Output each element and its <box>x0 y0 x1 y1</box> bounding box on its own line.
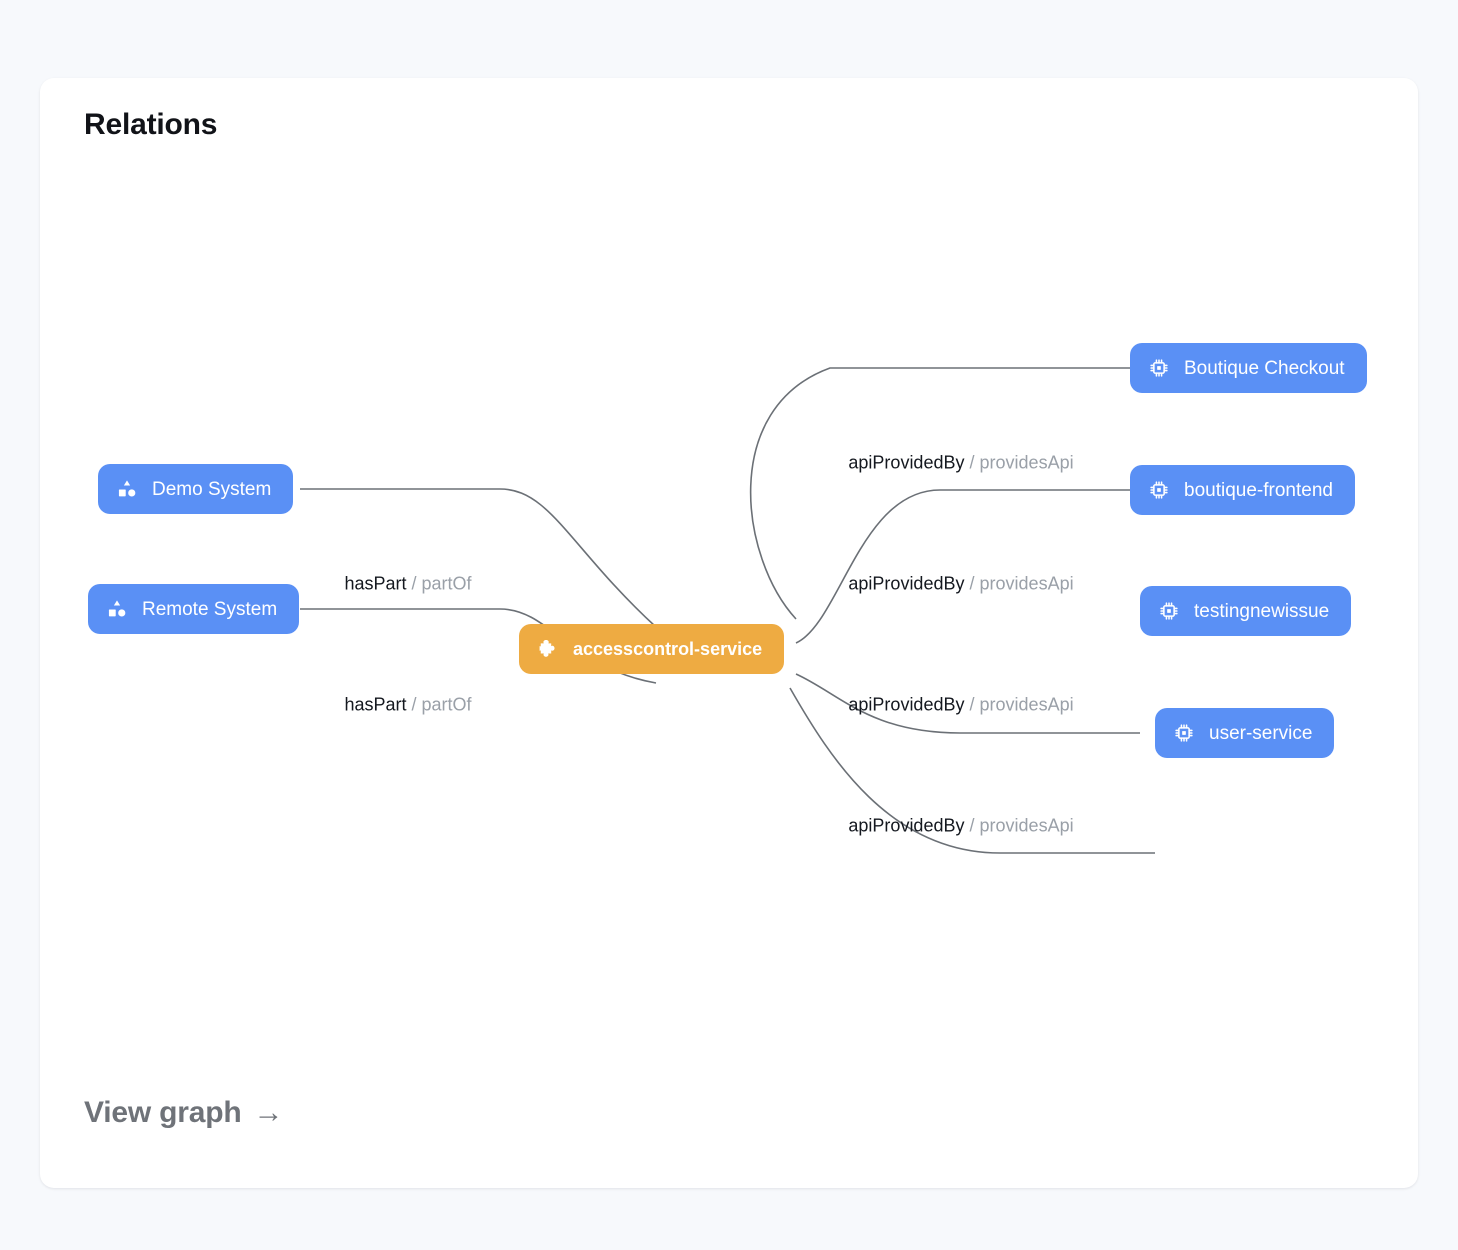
graph-node-remote-system[interactable]: Remote System <box>88 584 300 634</box>
edge-label-reverse: partOf <box>421 694 472 715</box>
edge-demo-system <box>300 488 657 628</box>
edge-label-separator: / <box>411 694 417 715</box>
edge-label-forward: apiProvidedBy <box>848 452 965 473</box>
edge-label-reverse: providesApi <box>979 573 1074 594</box>
edge-label-demo-system: hasPart / partOf <box>344 574 471 595</box>
cpu-chip-icon <box>1160 602 1178 620</box>
graph-node-label: accesscontrol-service <box>573 639 763 659</box>
edge-label-testingnewissue: apiProvidedBy / providesApi <box>848 695 1073 716</box>
graph-node-testingnewissue[interactable]: testingnewissue <box>1140 586 1352 636</box>
view-graph-link[interactable]: View graph → <box>84 1096 284 1130</box>
edge-label-user-service: apiProvidedBy / providesApi <box>848 816 1073 837</box>
view-graph-label: View graph <box>84 1096 242 1129</box>
arrow-right-icon: → <box>253 1096 284 1129</box>
edge-label-separator: / <box>969 573 975 594</box>
edge-label-remote-system: hasPart / partOf <box>344 695 471 716</box>
graph-node-boutique-checkout[interactable]: Boutique Checkout <box>1130 343 1367 393</box>
graph-node-label: Boutique Checkout <box>1184 357 1345 379</box>
cpu-chip-icon <box>1175 724 1193 742</box>
puzzle-piece-icon <box>539 640 555 657</box>
shapes-icon <box>108 600 126 617</box>
edge-label-forward: hasPart <box>344 694 407 715</box>
graph-node-label: user-service <box>1209 722 1313 744</box>
edge-label-separator: / <box>969 815 975 836</box>
graph-node-user-service[interactable]: user-service <box>1155 708 1335 758</box>
edge-label-forward: apiProvidedBy <box>848 573 965 594</box>
graph-node-accesscontrol-service[interactable]: accesscontrol-service <box>519 624 785 674</box>
edge-label-forward: hasPart <box>344 573 407 594</box>
cpu-chip-icon <box>1150 359 1168 377</box>
page-title: Relations <box>84 108 218 141</box>
edge-label-boutique-checkout: apiProvidedBy / providesApi <box>848 453 1073 474</box>
cpu-chip-icon <box>1150 481 1168 499</box>
edge-label-reverse: providesApi <box>979 694 1074 715</box>
graph-node-demo-system[interactable]: Demo System <box>98 464 294 514</box>
edge-label-reverse: providesApi <box>979 815 1074 836</box>
edge-label-forward: apiProvidedBy <box>848 815 965 836</box>
edge-label-separator: / <box>411 573 417 594</box>
relations-graph: Demo System Remote System accesscontrol-… <box>40 78 1418 1188</box>
edge-label-separator: / <box>969 694 975 715</box>
shapes-icon <box>118 480 136 497</box>
edge-label-separator: / <box>969 452 975 473</box>
edge-label-boutique-frontend: apiProvidedBy / providesApi <box>848 574 1073 595</box>
edge-label-reverse: providesApi <box>979 452 1074 473</box>
graph-node-label: boutique-frontend <box>1184 479 1333 501</box>
graph-node-label: Demo System <box>152 478 272 500</box>
graph-node-boutique-frontend[interactable]: boutique-frontend <box>1130 465 1355 515</box>
graph-node-label: Remote System <box>142 598 278 620</box>
relations-card: Relations Demo System <box>40 78 1418 1188</box>
edge-label-reverse: partOf <box>421 573 472 594</box>
edge-label-forward: apiProvidedBy <box>848 694 965 715</box>
edge-boutique-frontend <box>795 489 1130 644</box>
graph-node-label: testingnewissue <box>1194 600 1330 622</box>
